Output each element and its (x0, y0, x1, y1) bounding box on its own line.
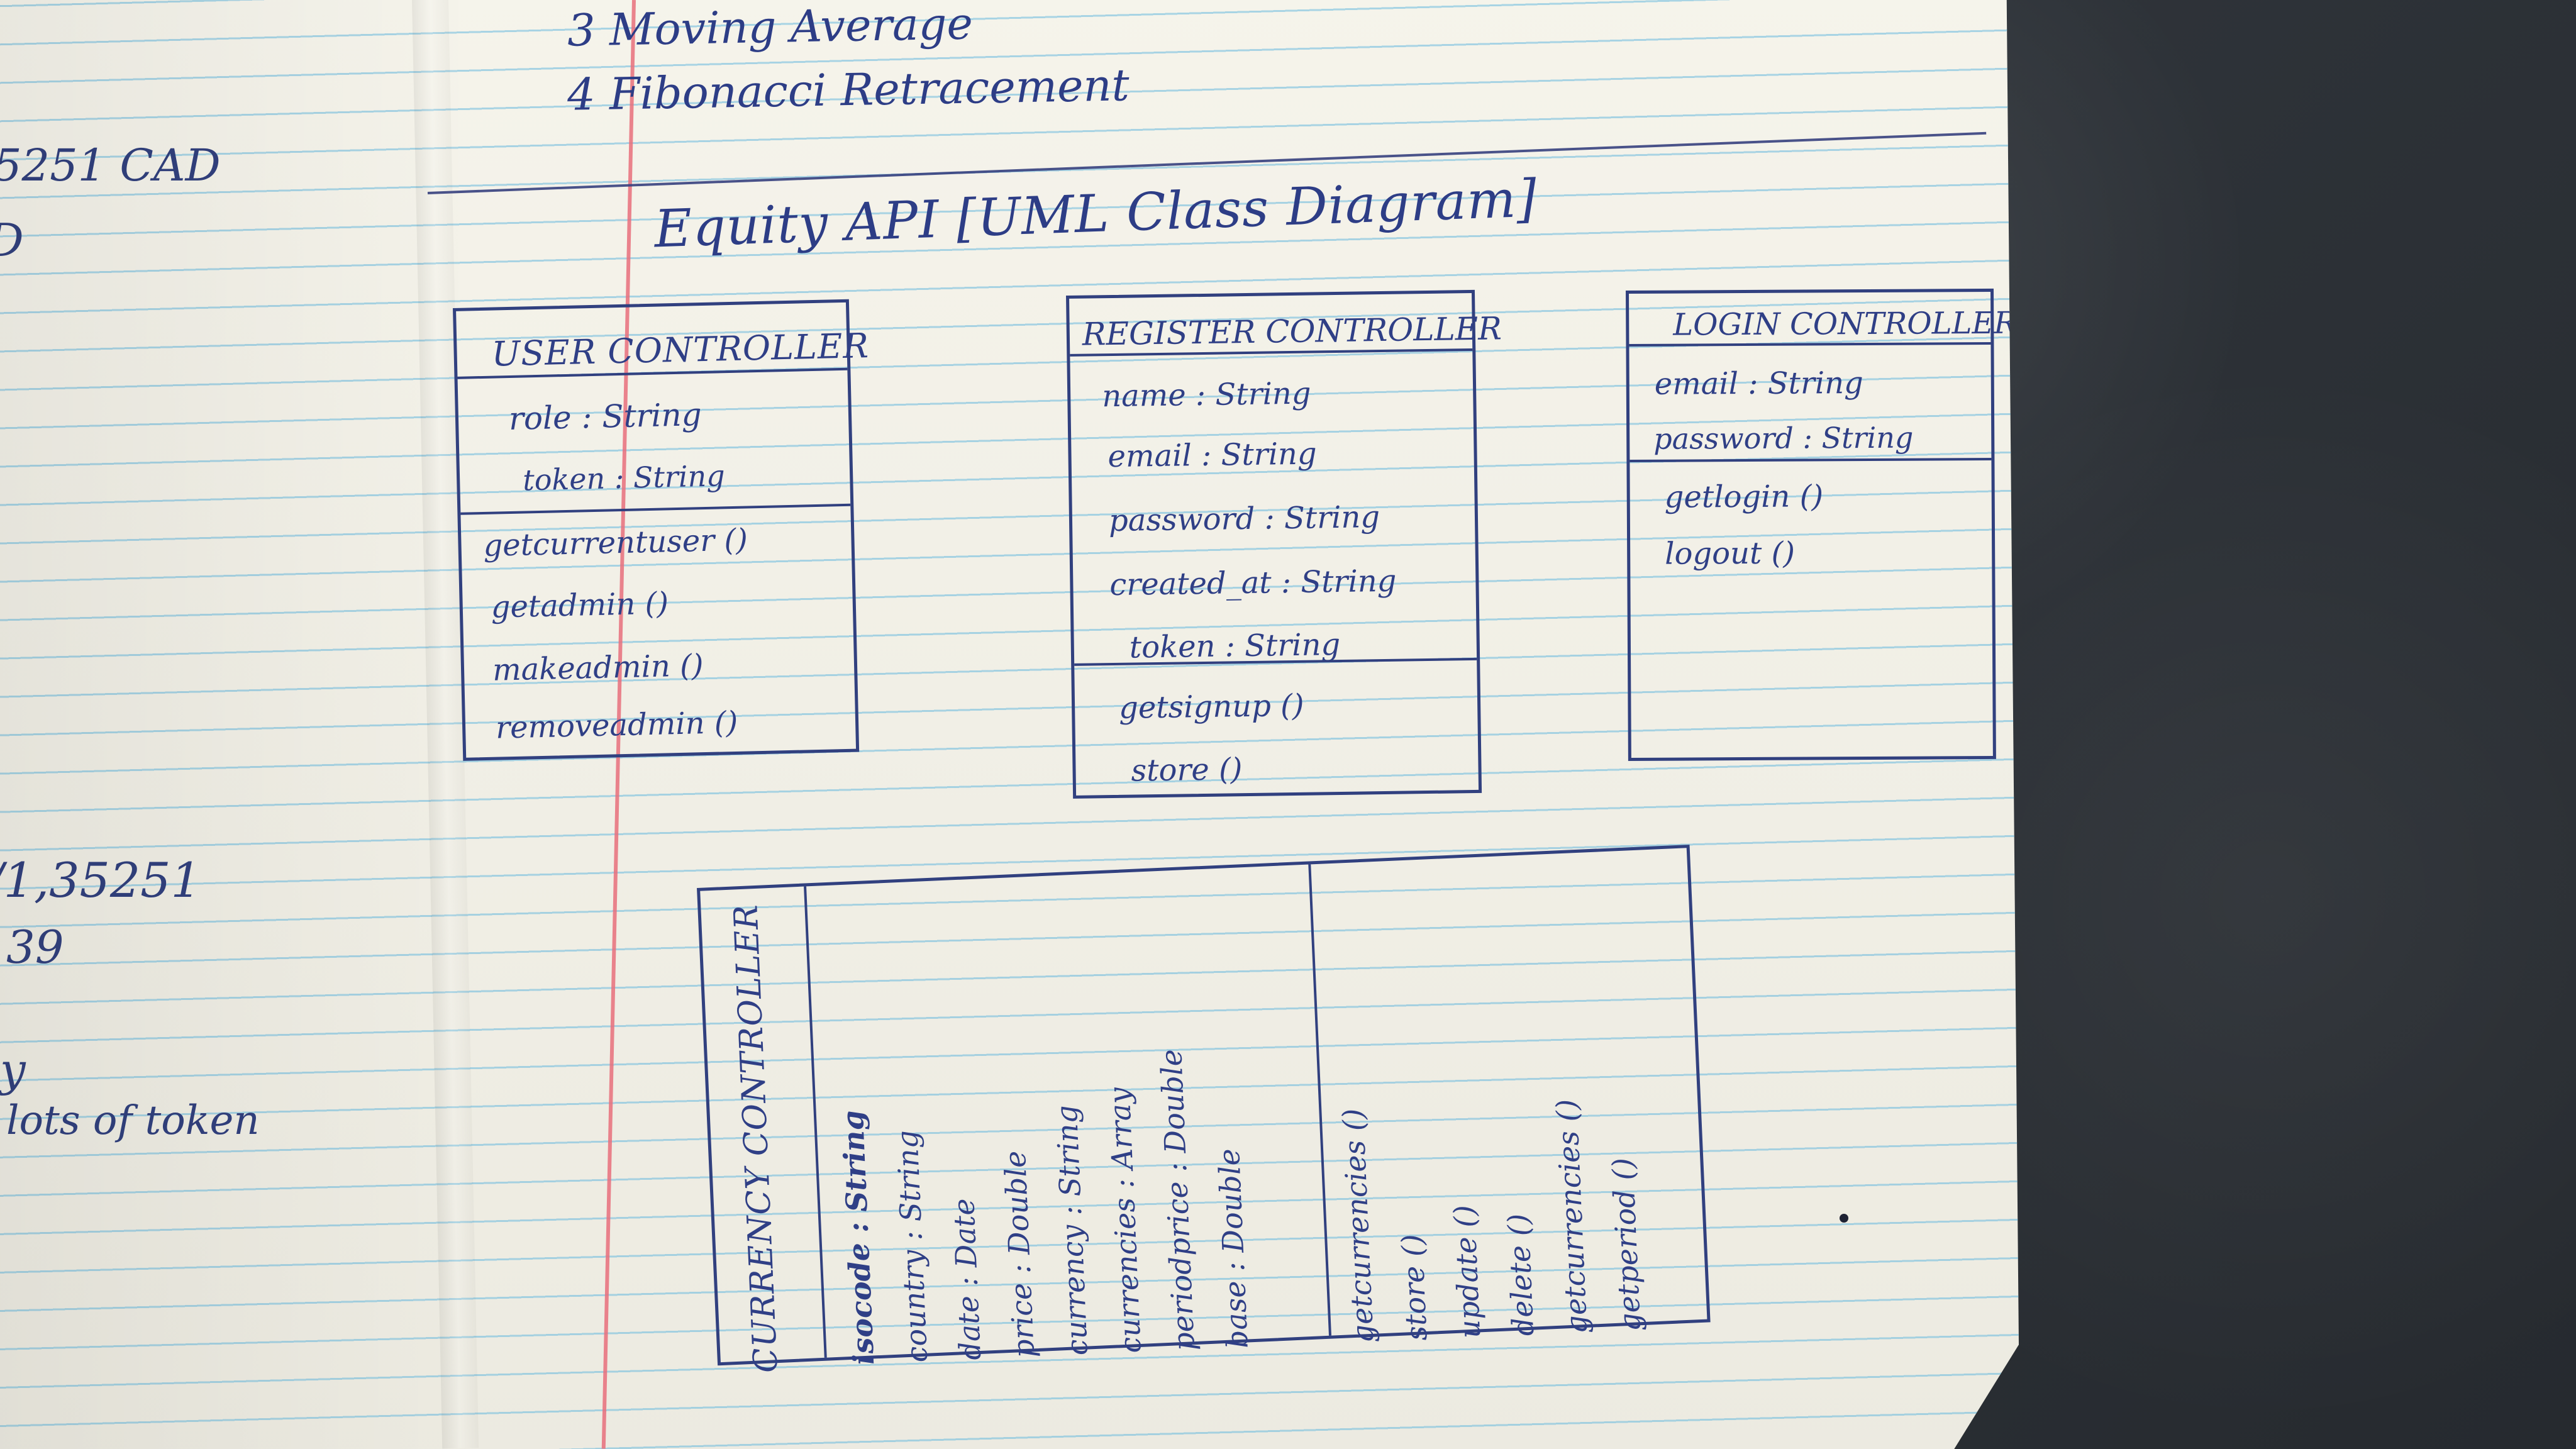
left-note-2: D (0, 218, 24, 263)
currency-method-5: getcurrencies () (1549, 1098, 1594, 1335)
top-item-4: 4 Fibonacci Retracement (567, 59, 1130, 121)
left-note-6: lots of token (6, 1097, 260, 1144)
register-controller-method-2: store () (1131, 752, 1243, 789)
ink-dot (1840, 1214, 1848, 1223)
left-note-1: 5251 CAD (0, 140, 221, 191)
user-controller-method-2: getadmin () (491, 586, 669, 625)
login-controller-divider (1629, 457, 1992, 462)
notebook-gutter (412, 0, 479, 1449)
currency-method-2: store () (1395, 1233, 1434, 1341)
user-controller-method-1: getcurrentuser () (482, 522, 748, 564)
user-controller-method-3: makeadmin () (492, 648, 704, 688)
left-note-3: /1,35251 (0, 852, 201, 908)
register-controller-attr-5: token : String (1129, 626, 1341, 665)
currency-attr-3: date : Date (946, 1197, 988, 1361)
currency-attr-4: price : Double (997, 1150, 1041, 1359)
currency-attr-5: currency : String (1049, 1104, 1094, 1357)
currency-attr-7: periodprice : Double (1153, 1048, 1201, 1352)
currency-attr-1: isocode : String (835, 1109, 881, 1366)
register-controller-name: REGISTER CONTROLLER (1082, 310, 1502, 353)
currency-controller-name-divider (804, 886, 827, 1358)
user-controller-method-4: removeadmin () (495, 704, 738, 746)
left-note-5: y (0, 1043, 26, 1096)
login-controller-method-2: logout () (1665, 535, 1796, 572)
left-note-4: 39 (6, 921, 64, 974)
register-controller-attr-1: name : String (1101, 375, 1311, 414)
top-item-3: 3 Moving Average (567, 0, 974, 57)
currency-attr-8: base : Double (1211, 1148, 1255, 1350)
register-controller-method-1: getsignup () (1118, 687, 1304, 726)
login-controller-attr-1: email : String (1654, 365, 1863, 402)
register-controller-attr-4: created_at : String (1109, 563, 1397, 603)
user-controller-attr-1: role : String (508, 396, 702, 438)
currency-method-6: getperiod () (1606, 1157, 1648, 1333)
currency-method-3: update () (1447, 1204, 1487, 1340)
notebook-page: 3 Moving Average 4 Fibonacci Retracement… (0, 0, 2019, 1449)
currency-attr-6: currencies : Array (1102, 1086, 1148, 1354)
currency-controller-name: CURRENCY CONTROLLER (727, 903, 786, 1374)
register-controller-box: REGISTER CONTROLLER name : String email … (1066, 289, 1502, 799)
login-controller-box: LOGIN CONTROLLER email : String password… (1626, 288, 2017, 761)
user-controller-box: USER CONTROLLER role : String token : St… (453, 299, 870, 761)
currency-method-4: delete () (1501, 1213, 1541, 1337)
currency-controller-methods-divider (1308, 864, 1332, 1336)
register-controller-attr-3: password : String (1108, 499, 1380, 539)
login-controller-attr-2: password : String (1653, 420, 1914, 456)
currency-attr-2: country : String (890, 1129, 935, 1363)
currency-controller-box: CURRENCY CONTROLLER isocode : String cou… (697, 845, 1711, 1374)
user-controller-attr-2: token : String (522, 458, 726, 497)
login-controller-method-1: getlogin () (1664, 479, 1824, 515)
user-controller-divider (460, 503, 851, 515)
register-controller-attr-2: email : String (1108, 436, 1317, 475)
login-controller-name: LOGIN CONTROLLER (1673, 305, 2017, 343)
currency-method-1: getcurrencies () (1336, 1108, 1380, 1344)
user-controller-name: USER CONTROLLER (491, 326, 870, 374)
diagram-title: Equity API [UML Class Diagram] (653, 169, 1538, 260)
